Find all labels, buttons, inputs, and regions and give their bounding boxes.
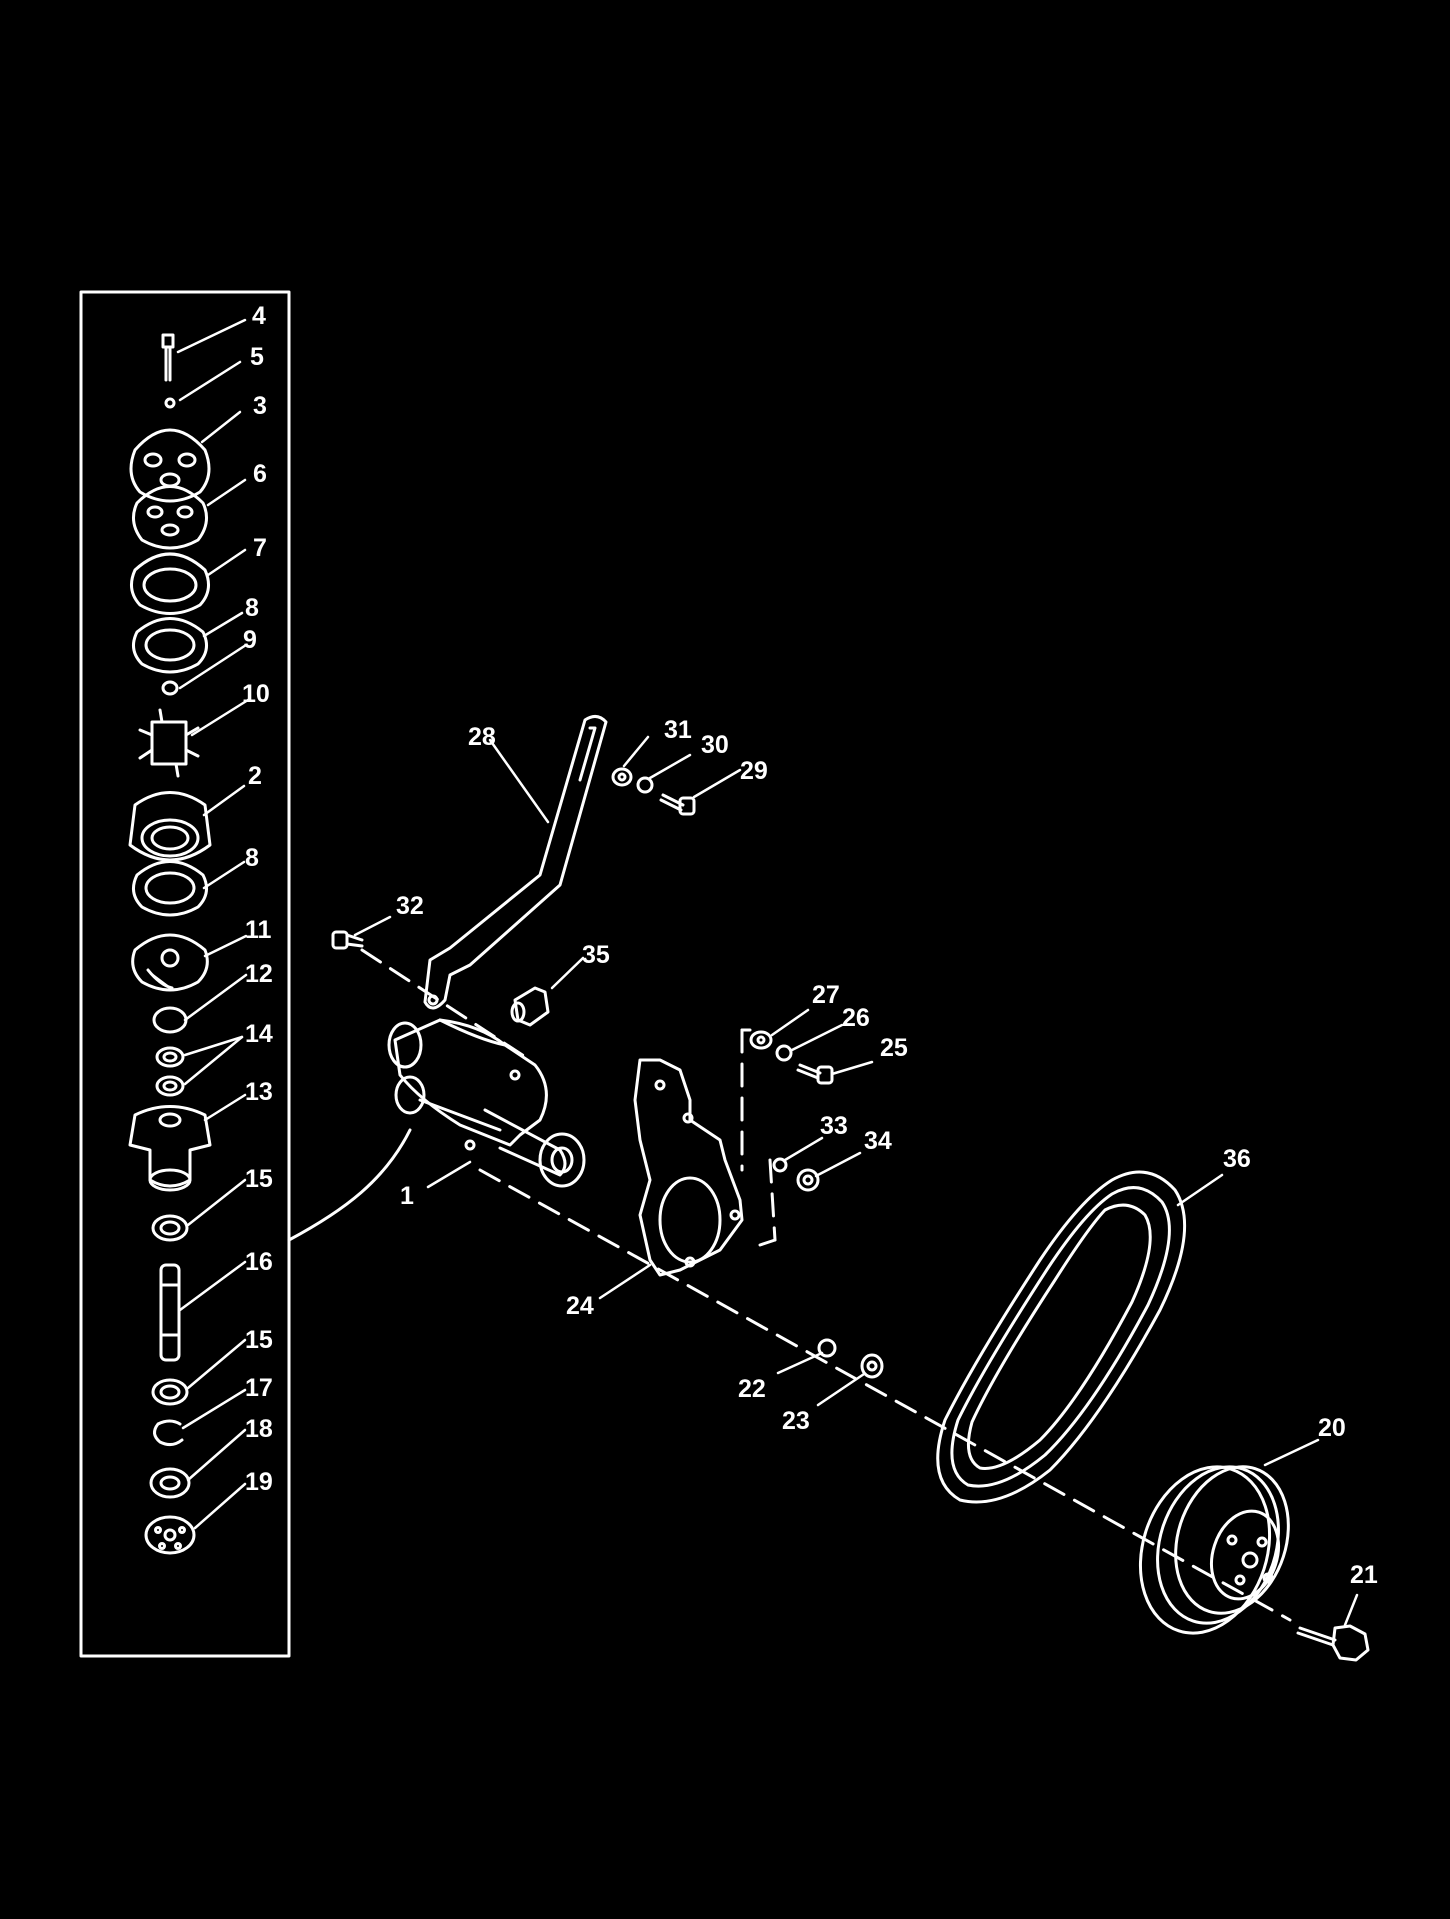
part-32-bolt <box>331 930 364 950</box>
part-9-key <box>161 680 179 696</box>
callout-22: 22 <box>738 1375 766 1403</box>
part-26-lockwasher <box>775 1044 793 1062</box>
part-8-gasket-upper <box>131 617 209 674</box>
callout-32: 32 <box>396 892 424 920</box>
part-20-pulley <box>1138 1465 1290 1635</box>
part-7-plate <box>129 552 211 615</box>
part-10-impeller <box>138 708 200 778</box>
callout-8-lower: 8 <box>245 844 259 872</box>
callout-35: 35 <box>582 941 610 969</box>
part-13-bearing-housing <box>128 1105 212 1192</box>
callout-23: 23 <box>782 1407 810 1435</box>
part-19-hub <box>144 1515 196 1555</box>
callout-5: 5 <box>250 343 264 371</box>
part-34-nut <box>796 1168 820 1192</box>
part-33-lockwasher <box>772 1157 788 1173</box>
callout-8-upper: 8 <box>245 594 259 622</box>
callout-15-lower: 15 <box>245 1326 273 1354</box>
callout-11: 11 <box>245 916 272 944</box>
callout-19: 19 <box>245 1468 273 1496</box>
part-30-lockwasher <box>636 776 654 794</box>
part-24-bracket <box>633 1058 744 1277</box>
callout-12: 12 <box>245 960 273 988</box>
callout-30: 30 <box>701 731 729 759</box>
part-15-bearing-upper <box>151 1214 189 1242</box>
part-17-snap-ring <box>153 1419 184 1447</box>
callout-9: 9 <box>243 626 257 654</box>
part-29-bolt <box>659 793 696 816</box>
part-11-wear-plate <box>131 933 209 992</box>
part-2-housing <box>128 791 212 862</box>
callout-10: 10 <box>242 680 270 708</box>
callout-1: 1 <box>400 1182 414 1210</box>
part-35-fitting <box>510 986 550 1027</box>
part-22-lockwasher <box>817 1338 837 1358</box>
alignment-lines <box>360 948 1292 1622</box>
callout-4: 4 <box>252 302 266 330</box>
callout-31: 31 <box>664 716 692 744</box>
part-14-seals <box>155 1046 185 1097</box>
callout-21: 21 <box>1350 1561 1378 1589</box>
callout-16: 16 <box>245 1248 273 1276</box>
callout-13: 13 <box>245 1078 273 1106</box>
callout-6: 6 <box>253 460 267 488</box>
part-8-gasket-lower <box>131 860 209 917</box>
callout-33: 33 <box>820 1112 848 1140</box>
callout-3: 3 <box>253 392 267 420</box>
callout-20: 20 <box>1318 1414 1346 1442</box>
part-18-spacer <box>149 1467 191 1499</box>
callout-17: 17 <box>245 1374 273 1402</box>
callout-7: 7 <box>253 534 267 562</box>
part-4-bolt <box>161 333 175 382</box>
callout-18: 18 <box>245 1415 273 1443</box>
callout-34: 34 <box>864 1127 892 1155</box>
callout-26: 26 <box>842 1004 870 1032</box>
part-36-belt <box>936 1170 1187 1504</box>
part-23-nut <box>860 1353 884 1379</box>
callout-2: 2 <box>248 762 262 790</box>
callout-29: 29 <box>740 757 768 785</box>
inset-connector-line <box>287 1128 412 1242</box>
part-27-washer <box>749 1030 773 1050</box>
callout-36: 36 <box>1223 1145 1251 1173</box>
detail-inset-box <box>79 290 291 1658</box>
part-1-pump <box>387 1018 586 1188</box>
part-15-bearing-lower <box>151 1378 189 1406</box>
callout-27: 27 <box>812 981 840 1009</box>
part-21-bolt <box>1296 1624 1370 1662</box>
part-5-washer <box>164 397 176 409</box>
leader-lines <box>176 318 1359 1627</box>
part-31-washer <box>611 767 633 787</box>
callout-24: 24 <box>566 1292 594 1320</box>
callout-15-upper: 15 <box>245 1165 273 1193</box>
callout-25: 25 <box>880 1034 908 1062</box>
callout-14: 14 <box>245 1020 273 1048</box>
part-16-shaft <box>159 1263 181 1362</box>
callout-28: 28 <box>468 723 496 751</box>
part-6-gasket <box>131 485 209 550</box>
